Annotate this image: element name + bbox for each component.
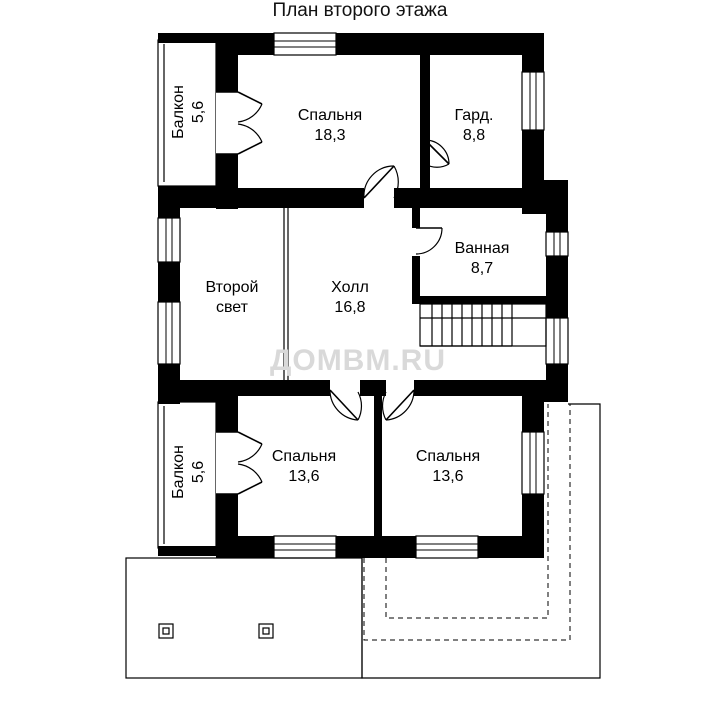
roof-dashed-outer xyxy=(363,404,571,641)
bath-wall-lower xyxy=(412,256,420,302)
hall-bottom-wall-left xyxy=(238,380,330,396)
balcony-top-area: 5,6 xyxy=(190,101,207,123)
bedroom-left-area: 13,6 xyxy=(288,468,319,485)
plan-title: План второго этажа xyxy=(272,0,448,21)
balcony-top-name: Балкон xyxy=(170,85,187,139)
bedroom-top-name: Спальня xyxy=(298,107,362,124)
bath-bottom-wall xyxy=(412,296,546,304)
wardrobe-area: 8,8 xyxy=(463,127,485,144)
window-right-bedroom-side xyxy=(521,431,545,495)
interior-walls xyxy=(238,55,546,536)
window-bath xyxy=(545,231,569,257)
window-top-right xyxy=(521,71,545,131)
bedroom-left-name: Спальня xyxy=(272,448,336,465)
bedrooms-divider xyxy=(374,396,382,536)
chimney-left xyxy=(158,623,174,639)
hall-area: 16,8 xyxy=(334,299,365,316)
hall-name: Холл xyxy=(331,279,369,296)
bathroom-name: Ванная xyxy=(455,240,510,257)
window-bottom-left xyxy=(273,535,337,559)
hall-bottom-wall-right xyxy=(414,380,522,396)
door-wardrobe xyxy=(424,139,450,168)
bedroom-right-area: 13,6 xyxy=(432,468,463,485)
balcony-bottom-area: 5,6 xyxy=(190,461,207,483)
bedroom-top-area: 18,3 xyxy=(314,127,345,144)
room-labels: Спальня 18,3 Гард. 8,8 Ванная 8,7 Второй… xyxy=(170,85,509,499)
door-balcony-bottom xyxy=(216,431,263,495)
window-bottom-right xyxy=(415,535,479,559)
roof-left xyxy=(125,557,363,679)
window-second-light-upper xyxy=(157,217,181,263)
window-second-light-lower xyxy=(157,301,181,365)
balcony-top-rail xyxy=(158,33,216,43)
bottom-wall xyxy=(216,536,544,558)
second-light-name: Второй xyxy=(206,279,259,296)
balcony-bottom-rail xyxy=(158,546,216,556)
second-light-name-2: свет xyxy=(216,299,249,316)
balcony-top-outline xyxy=(157,39,217,187)
balcony-bottom-outline xyxy=(157,401,217,549)
chimney-right xyxy=(258,623,274,639)
window-top-bedroom xyxy=(273,32,337,56)
windows xyxy=(157,32,569,559)
hall-top-wall-right xyxy=(394,188,544,208)
bedroom-right-name: Спальня xyxy=(416,448,480,465)
wardrobe-wall xyxy=(420,55,430,188)
hall-top-wall-left xyxy=(238,188,364,208)
bath-wall-stub xyxy=(412,208,420,228)
door-balcony-top xyxy=(216,91,263,155)
door-bedroom-left xyxy=(329,389,362,421)
door-bedroom-right xyxy=(382,389,415,421)
window-stair xyxy=(545,317,569,365)
hall-bottom-wall-mid xyxy=(360,380,386,396)
watermark: ДОМВМ.RU xyxy=(270,344,446,377)
door-bathroom xyxy=(415,227,443,255)
staircase xyxy=(419,303,547,347)
doors xyxy=(216,91,450,495)
door-bedroom-top xyxy=(363,165,399,199)
balcony-bottom-name: Балкон xyxy=(170,445,187,499)
top-wall xyxy=(216,33,544,55)
bathroom-area: 8,7 xyxy=(471,260,493,277)
right-mid-wall xyxy=(546,180,568,402)
roof-right xyxy=(361,403,601,679)
roof-dashed-inner xyxy=(385,404,549,619)
wardrobe-name: Гард. xyxy=(455,107,494,124)
roof-outlines xyxy=(125,403,601,679)
